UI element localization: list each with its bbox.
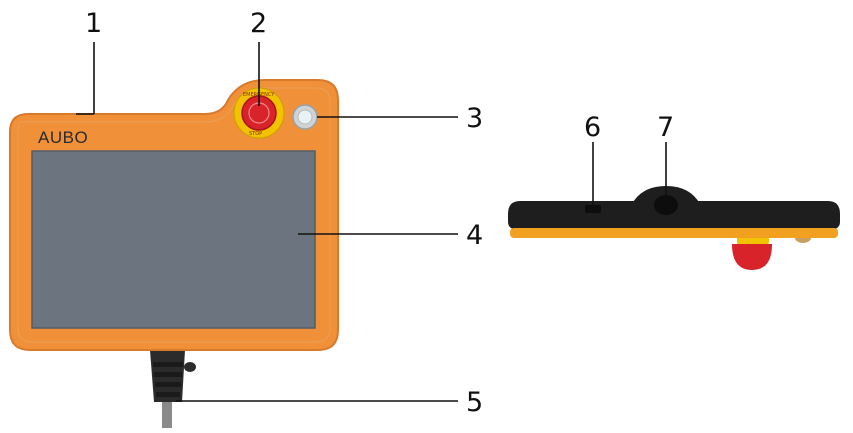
callout-4: 4 [466, 220, 483, 251]
callout-5: 5 [466, 387, 483, 418]
leader-lines [76, 42, 667, 402]
callout-labels: 1 2 3 4 5 6 7 [85, 8, 674, 418]
side-orange-strip [510, 228, 838, 238]
side-top-port [654, 195, 678, 215]
callout-3: 3 [466, 103, 483, 134]
callout-7: 7 [657, 112, 674, 143]
svg-text:STOP: STOP [249, 131, 262, 137]
front-view: AUBO EMERGENCY STOP [9, 79, 339, 428]
brand-label: AUBO [38, 128, 88, 147]
touch-screen [31, 150, 316, 329]
side-view [508, 186, 840, 270]
callout-6: 6 [584, 112, 601, 143]
callout-1: 1 [85, 8, 102, 39]
power-button[interactable] [292, 104, 318, 130]
cable [150, 350, 196, 428]
emergency-stop-button[interactable]: EMERGENCY STOP [233, 87, 285, 139]
callout-2: 2 [250, 8, 267, 39]
side-usb-port [585, 205, 601, 213]
